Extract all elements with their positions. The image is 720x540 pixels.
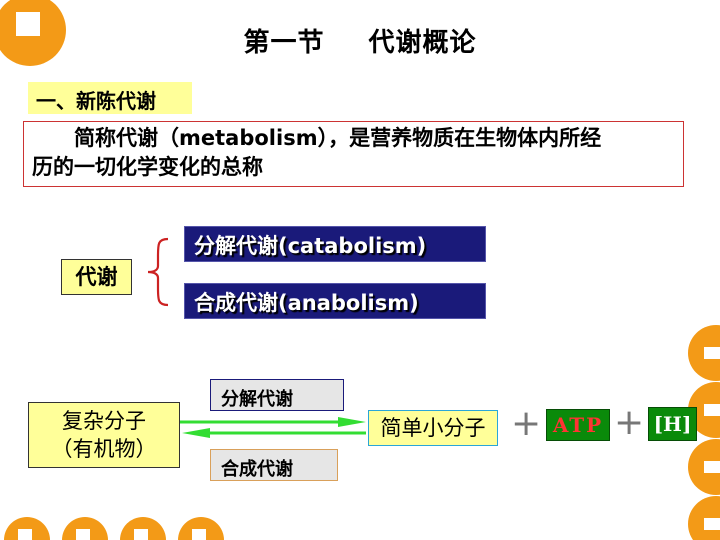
definition-box: 简称代谢（metabolism），是营养物质在生物体内所经 历的一切化学变化的总… bbox=[23, 121, 684, 187]
complex-molecule-label: 复杂分子 bbox=[62, 409, 146, 433]
anabolism-label-box: 合成代谢 bbox=[210, 449, 338, 481]
decor-circle-right-4 bbox=[688, 496, 720, 540]
catabolism-box: 分解代谢(catabolism) bbox=[184, 226, 486, 262]
small-molecule-box: 简单小分子 bbox=[368, 410, 498, 446]
decor-circle-right-3 bbox=[688, 439, 720, 495]
organic-label: （有机物） bbox=[51, 437, 157, 461]
decor-circle-right-1 bbox=[688, 325, 720, 381]
section-heading: 一、新陈代谢 bbox=[28, 82, 192, 114]
arrow-right-icon bbox=[338, 417, 366, 427]
decor-circle-bottom-1 bbox=[4, 517, 50, 540]
arrow-left-icon bbox=[182, 428, 210, 438]
definition-line-2: 历的一切化学变化的总称 bbox=[32, 155, 263, 179]
decor-circle-top-left bbox=[0, 0, 66, 66]
metabolism-root-box: 代谢 bbox=[61, 259, 132, 295]
brace-icon bbox=[147, 237, 169, 307]
slide-title: 第一节 代谢概论 bbox=[0, 22, 720, 59]
hydrogen-box: [H] bbox=[648, 407, 697, 441]
anabolism-box: 合成代谢(anabolism) bbox=[184, 283, 486, 319]
decor-circle-bottom-4 bbox=[178, 517, 224, 540]
definition-line-1: 简称代谢（metabolism），是营养物质在生物体内所经 bbox=[74, 126, 602, 150]
decor-square bbox=[16, 12, 40, 36]
decor-circle-bottom-3 bbox=[120, 517, 166, 540]
flow-arrows bbox=[180, 417, 366, 438]
plus-sign-2: + bbox=[614, 402, 645, 443]
decor-circle-bottom-2 bbox=[62, 517, 108, 540]
title-part1: 第一节 bbox=[243, 28, 325, 58]
plus-sign-1: + bbox=[511, 403, 542, 444]
catabolism-label-box: 分解代谢 bbox=[210, 379, 344, 411]
complex-molecule-box: 复杂分子 （有机物） bbox=[28, 402, 180, 468]
atp-box: ATP bbox=[546, 409, 610, 441]
title-part2: 代谢概论 bbox=[368, 28, 477, 58]
